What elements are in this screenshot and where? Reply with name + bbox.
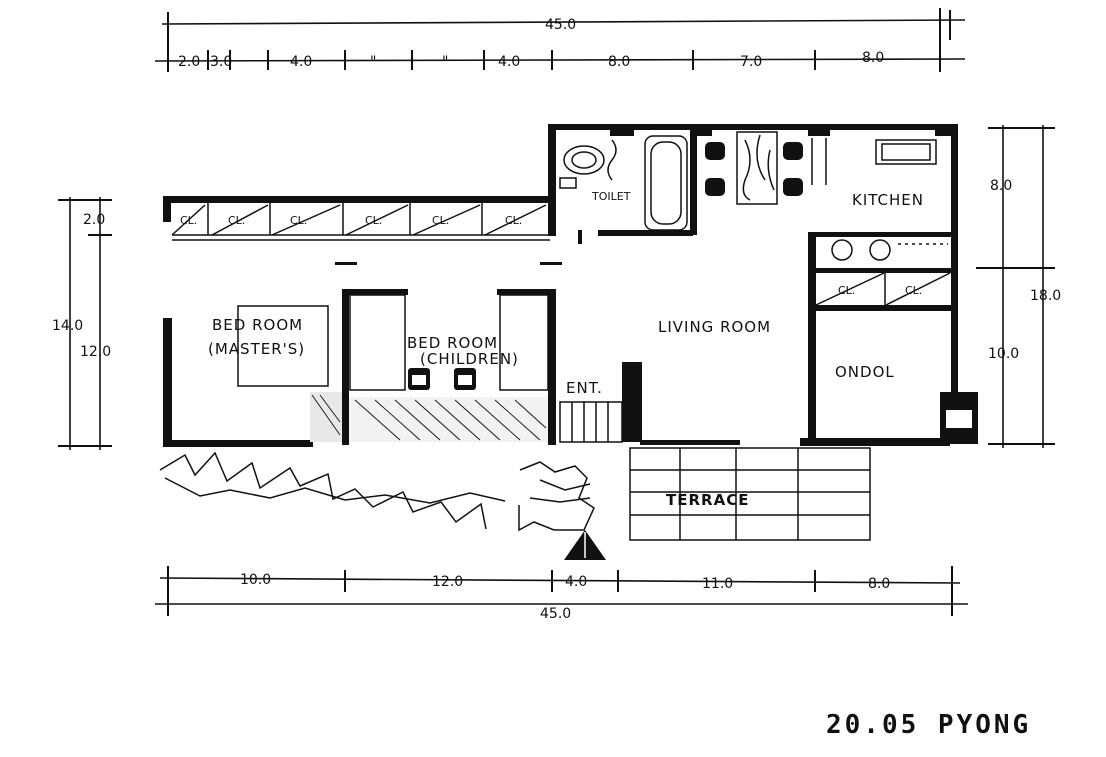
kitchen-closet-1: CL. [838,284,855,297]
top-dim-seg-7: 8.0 [608,54,630,70]
bottom-dimension-lines [155,566,968,616]
kitchen-closet-2: CL. [905,284,922,297]
kitchen-counter [815,239,951,306]
top-dim-seg-2: 3.0 [210,54,232,70]
right-dimension-lines [976,125,1055,448]
left-top-dim: 2.0 [83,212,105,228]
closet-label-1: CL. [180,214,197,227]
children-bedroom-sub: (CHILDREN) [420,350,519,368]
toilet-label: TOILET [591,190,631,203]
floor-hatch [310,392,548,442]
landscape-shrubs [159,451,595,532]
kitchen-label: KITCHEN [852,191,924,209]
bottom-dim-seg-4: 11.0 [702,576,733,592]
top-dim-seg-1: 2.0 [178,54,200,70]
living-room-label: LIVING ROOM [658,318,771,336]
bottom-dim-seg-2: 12.0 [432,574,463,590]
terrace-label: TERRACE [666,491,749,509]
top-dim-seg-4: " [370,54,376,70]
entry-arrow-icon [564,530,606,560]
bottom-dim-seg-5: 8.0 [868,576,890,592]
closet-label-6: CL. [505,214,522,227]
right-bottom-dim: 10.0 [988,346,1019,362]
top-dim-seg-3: 4.0 [290,54,312,70]
top-dim-seg-9: 8.0 [862,50,884,66]
top-dim-seg-8: 7.0 [740,54,762,70]
bed-furniture [237,294,549,391]
right-top-dim: 8.0 [990,178,1012,194]
closet-row [171,203,550,241]
left-dimension-lines [58,197,112,450]
bottom-total-dim: 45.0 [540,606,571,622]
entrance-label: ENT. [566,379,603,397]
master-bedroom-sub: (MASTER'S) [208,340,305,358]
closet-label-3: CL. [290,214,307,227]
top-dim-seg-5: " [442,54,448,70]
walls [163,124,978,447]
area-caption: 20.05 PYONG [826,710,1031,740]
closet-label-5: CL. [432,214,449,227]
left-total-dim: 14.0 [52,318,83,334]
ondol-label: ONDOL [835,363,895,381]
bottom-dim-seg-3: 4.0 [565,574,587,590]
top-dim-seg-6: 4.0 [498,54,520,70]
dining-table [705,131,937,205]
toilet-fixtures [559,135,688,231]
entrance-steps [559,401,623,443]
master-bedroom-label: BED ROOM [212,316,303,334]
children-bedroom-label: BED ROOM [407,334,498,352]
top-total-dim: 45.0 [545,17,576,33]
closet-label-4: CL. [365,214,382,227]
bottom-dim-seg-1: 10.0 [240,572,271,588]
top-dimension-lines [154,8,966,72]
left-inner-dim: 12.0 [80,344,111,360]
terrace-grid [629,447,871,541]
closet-label-2: CL. [228,214,245,227]
right-total-dim: 18.0 [1030,288,1061,304]
